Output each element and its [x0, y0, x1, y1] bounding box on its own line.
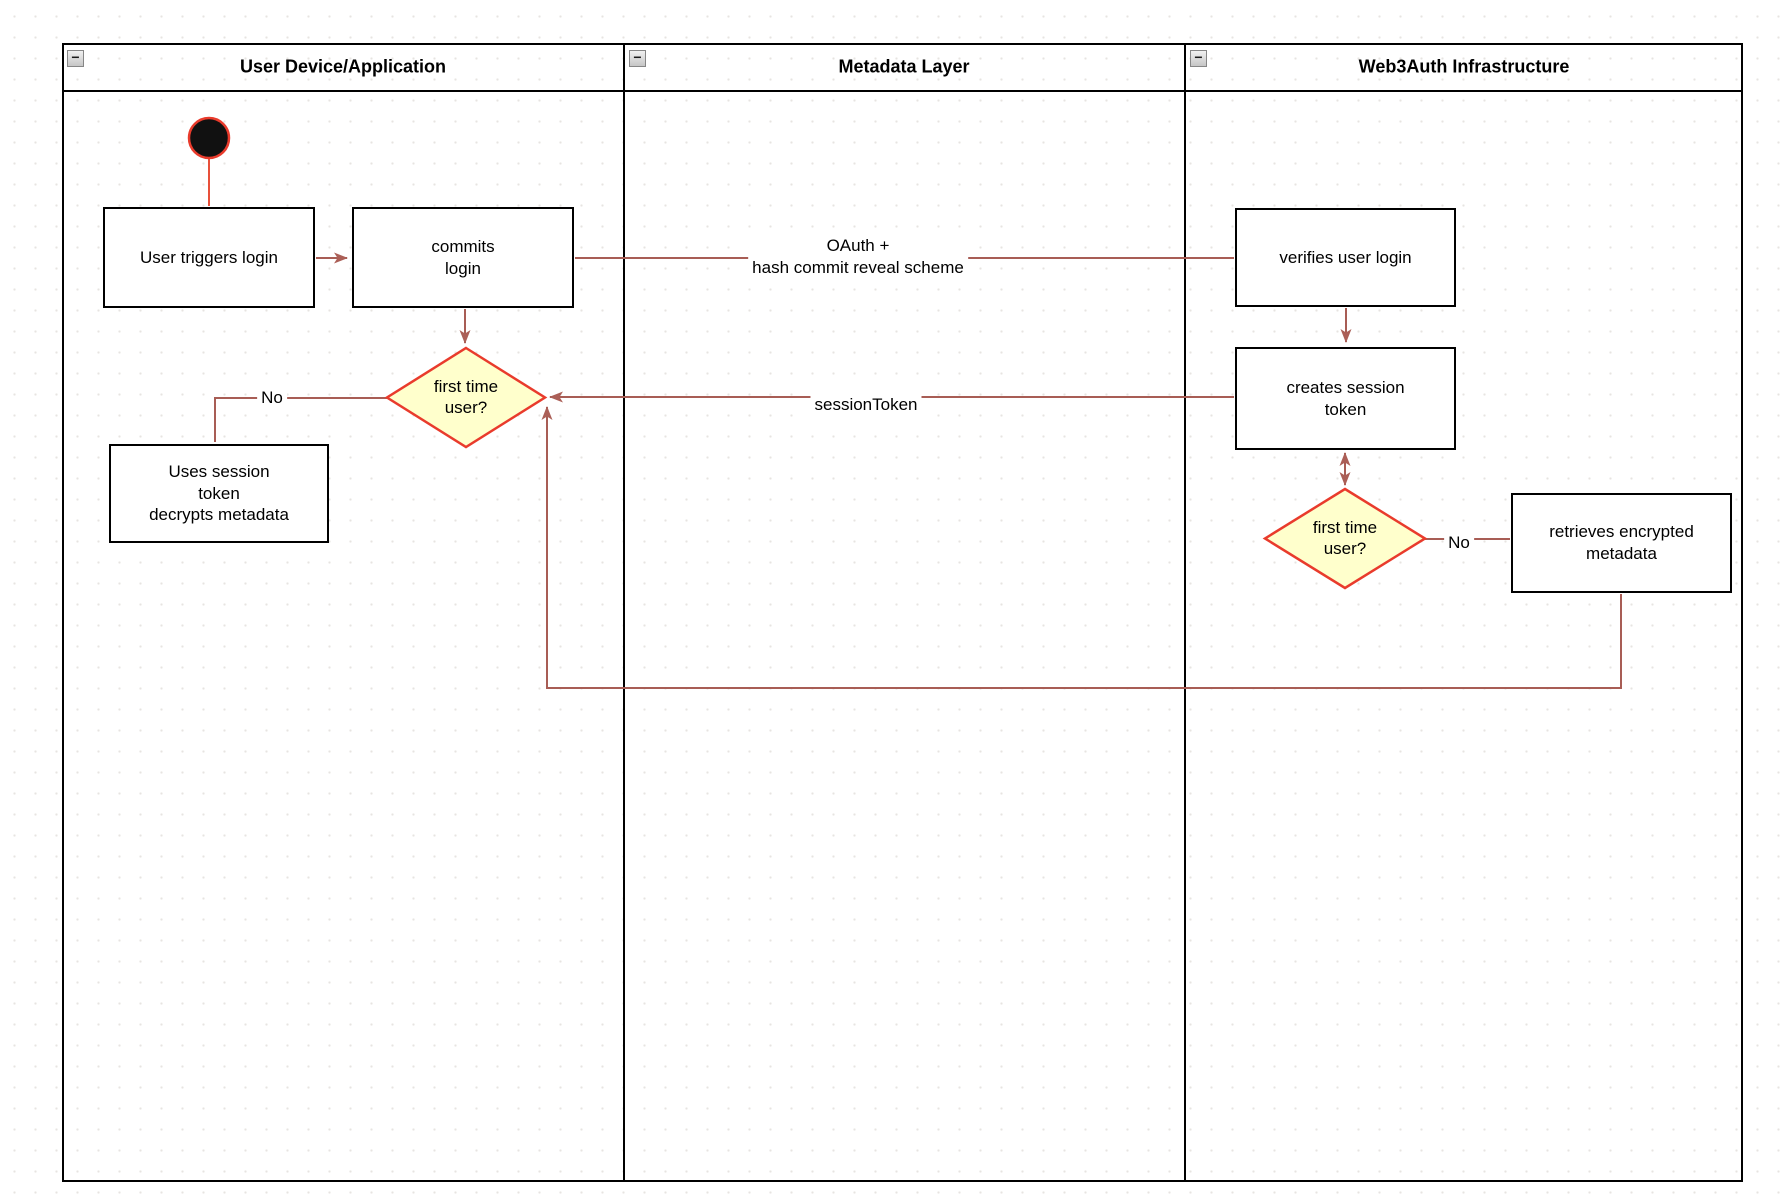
edge-label-no-right: No [1444, 530, 1474, 556]
node-label: verifies user login [1279, 247, 1412, 267]
lane-title-web3auth: Web3Auth Infrastructure [1358, 56, 1570, 77]
edge-label-session-token: sessionToken [810, 392, 922, 418]
lane-divider-1 [623, 43, 625, 1182]
node-label: User triggers login [140, 247, 278, 267]
collapse-lane-button-3[interactable]: − [1190, 50, 1207, 67]
node-label: retrieves encrypted metadata [1549, 522, 1694, 563]
minus-icon: − [71, 49, 80, 65]
node-commits-login[interactable]: commits login [352, 207, 574, 308]
lane-header-underline [62, 90, 1743, 92]
decision-label-right: first time user? [1312, 517, 1378, 558]
node-retrieves-encrypted-metadata[interactable]: retrieves encrypted metadata [1511, 493, 1732, 593]
lane-title-user-device: User Device/Application [239, 56, 447, 77]
lane-title-metadata-layer: Metadata Layer [838, 56, 970, 77]
lane-divider-2 [1184, 43, 1186, 1182]
edge-label-oauth: OAuth + hash commit reveal scheme [748, 233, 968, 281]
node-creates-session-token[interactable]: creates session token [1235, 347, 1456, 450]
edge-label-no-left: No [257, 385, 287, 411]
node-label: Uses session token decrypts metadata [149, 461, 289, 525]
node-verifies-user-login[interactable]: verifies user login [1235, 208, 1456, 307]
minus-icon: − [633, 49, 642, 65]
collapse-lane-button-2[interactable]: − [629, 50, 646, 67]
decision-label-left: first time user? [433, 376, 499, 417]
minus-icon: − [1194, 49, 1203, 65]
node-label: creates session token [1286, 377, 1405, 419]
collapse-lane-button-1[interactable]: − [67, 50, 84, 67]
node-user-triggers-login[interactable]: User triggers login [103, 207, 315, 308]
node-uses-session-token[interactable]: Uses session token decrypts metadata [109, 444, 329, 543]
swimlane-pool-frame [62, 43, 1743, 1182]
node-label: commits login [431, 236, 495, 278]
